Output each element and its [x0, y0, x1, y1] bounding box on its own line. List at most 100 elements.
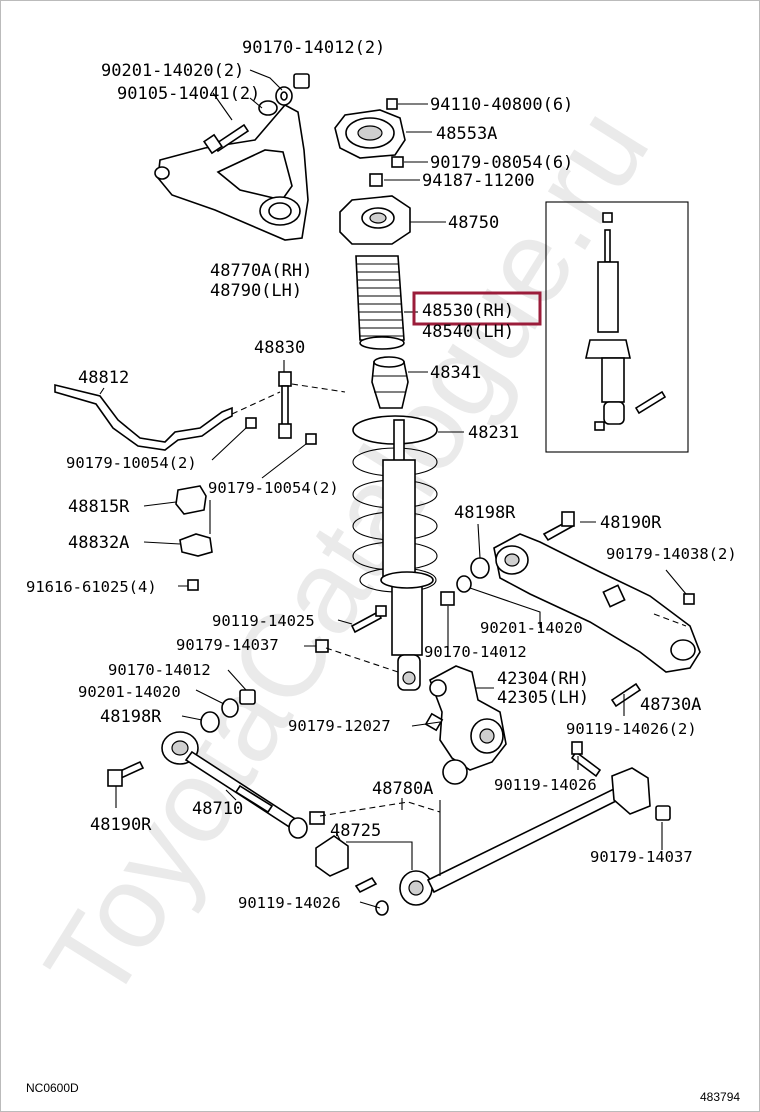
lower-link-48710	[161, 731, 325, 839]
bolt-90119-14026-bottom	[354, 876, 378, 894]
label-90201-14020-mid[interactable]: 90201-14020	[480, 619, 583, 637]
label-48553a[interactable]: 48553A	[436, 124, 497, 144]
bolt-90119-14025	[350, 610, 383, 634]
label-90170-14012-top[interactable]: 90170-14012(2)	[242, 38, 385, 58]
lateral-link-48780a	[399, 767, 651, 906]
spring-mount-48750	[339, 195, 411, 245]
label-90201-14020-left[interactable]: 90201-14020	[78, 683, 181, 701]
bolt-91616	[187, 579, 199, 591]
label-90170-14012-left[interactable]: 90170-14012	[108, 661, 211, 679]
label-90201-14020-top[interactable]: 90201-14020(2)	[101, 61, 244, 81]
nut-90179-14037-right	[655, 805, 671, 821]
label-48812[interactable]: 48812	[78, 368, 129, 388]
dashed-guide-lower-link	[319, 801, 441, 817]
label-48540[interactable]: 48540(LH)	[422, 322, 514, 342]
leader-48725	[335, 831, 413, 870]
stabilizer-bar-48812	[54, 383, 233, 451]
leader-48780a	[401, 798, 441, 876]
label-48198r-top[interactable]: 48198R	[454, 503, 516, 523]
leader-lines-left-small	[181, 669, 247, 721]
label-42304[interactable]: 42304(RH)	[497, 669, 589, 689]
label-48830[interactable]: 48830	[254, 338, 305, 358]
arm-bolt	[203, 123, 250, 155]
label-90179-14037-right[interactable]: 90179-14037	[590, 848, 693, 866]
leader-lines-carrier	[411, 687, 494, 727]
nut-94110	[386, 98, 398, 110]
label-90119-14026-bottom[interactable]: 90119-14026	[238, 894, 341, 912]
label-90119-14025[interactable]: 90119-14025	[212, 612, 315, 630]
label-48780a[interactable]: 48780A	[372, 779, 433, 799]
washer-90201-left	[221, 698, 239, 718]
label-90179-10054-b[interactable]: 90179-10054(2)	[208, 479, 339, 497]
label-90119-14026-mid[interactable]: 90119-14026	[494, 776, 597, 794]
label-48770a[interactable]: 48770A(RH)	[210, 261, 312, 281]
bushing-48815r	[175, 485, 207, 515]
leader-48710	[225, 789, 237, 801]
leader-lines-top-center	[384, 103, 432, 181]
leader-lines-right-arm	[447, 521, 687, 650]
nut-90179-14038	[683, 593, 695, 605]
nut-link-lower	[245, 417, 257, 429]
label-48725[interactable]: 48725	[330, 821, 381, 841]
dashed-guide-mid	[325, 647, 399, 673]
washer-90201-mid	[456, 575, 472, 593]
label-90179-14038[interactable]: 90179-14038(2)	[606, 545, 737, 563]
bolt-90119-14026-mid	[570, 750, 602, 778]
nut-90170	[293, 73, 310, 89]
nut-94187	[369, 173, 383, 187]
bracket-48832a	[179, 533, 213, 557]
label-48730a[interactable]: 48730A	[640, 695, 701, 715]
nut-90179-14037-left	[315, 639, 329, 653]
label-90179-12027[interactable]: 90179-12027	[288, 717, 391, 735]
label-90170-14012-mid[interactable]: 90170-14012	[424, 643, 527, 661]
label-48530[interactable]: 48530(RH)	[422, 301, 514, 321]
label-90105-14041[interactable]: 90105-14041(2)	[117, 84, 260, 104]
label-90119-14026-right[interactable]: 90119-14026(2)	[566, 720, 697, 738]
bushing-48725	[315, 835, 349, 877]
nut-90179-08054	[391, 156, 404, 168]
label-48190r-top[interactable]: 48190R	[600, 513, 662, 533]
leader-lines-link	[211, 360, 307, 479]
label-48815r[interactable]: 48815R	[68, 497, 130, 517]
label-91616-61025[interactable]: 91616-61025(4)	[26, 578, 157, 596]
diagram-code-right: 483794	[700, 1090, 740, 1104]
leader-lines-top-left	[212, 69, 283, 121]
label-48710[interactable]: 48710	[192, 799, 243, 819]
nut-90170-left	[239, 689, 256, 705]
washer-90201	[275, 86, 293, 106]
bolt-head-90119-14025	[375, 605, 387, 617]
label-48832a[interactable]: 48832A	[68, 533, 129, 553]
label-90179-14037-left[interactable]: 90179-14037	[176, 636, 279, 654]
carrier-42304	[424, 665, 507, 785]
bushing-48198r-left	[200, 711, 220, 733]
bolt-head-90119-14026-mid	[571, 741, 583, 755]
shock-absorber-body	[380, 419, 434, 691]
label-48341[interactable]: 48341	[430, 363, 481, 383]
label-48190r-left[interactable]: 48190R	[90, 815, 152, 835]
upper-control-arm	[154, 100, 309, 241]
label-90179-08054[interactable]: 90179-08054(6)	[430, 153, 573, 173]
label-48198r-left[interactable]: 48198R	[100, 707, 162, 727]
label-94187-11200[interactable]: 94187-11200	[422, 171, 535, 191]
dashed-guide-link	[231, 383, 346, 415]
label-48231[interactable]: 48231	[468, 423, 519, 443]
lower-arm-48730a	[493, 533, 701, 673]
label-48790[interactable]: 48790(LH)	[210, 281, 302, 301]
bolt-90119-14026-right	[610, 682, 642, 708]
leader-lines-bushing	[143, 500, 211, 587]
dust-boot-48530	[355, 255, 405, 350]
label-94110-40800[interactable]: 94110-40800(6)	[430, 95, 573, 115]
bushing-48198r-top	[470, 557, 490, 579]
diagram-code-left: NC0600D	[26, 1081, 79, 1095]
dashed-guide-right-arm	[653, 613, 687, 627]
nut-link-right	[305, 433, 317, 445]
label-42305[interactable]: 42305(LH)	[497, 688, 589, 708]
upper-support-48553a	[334, 109, 406, 159]
stabilizer-link-48830	[278, 371, 292, 439]
nut-90170-mid	[440, 591, 455, 606]
label-90179-10054-a[interactable]: 90179-10054(2)	[66, 454, 197, 472]
bolt-tip-90119-14026-bottom	[375, 900, 389, 916]
leader-90119-14026-bottom	[359, 901, 381, 909]
label-48750[interactable]: 48750	[448, 213, 499, 233]
